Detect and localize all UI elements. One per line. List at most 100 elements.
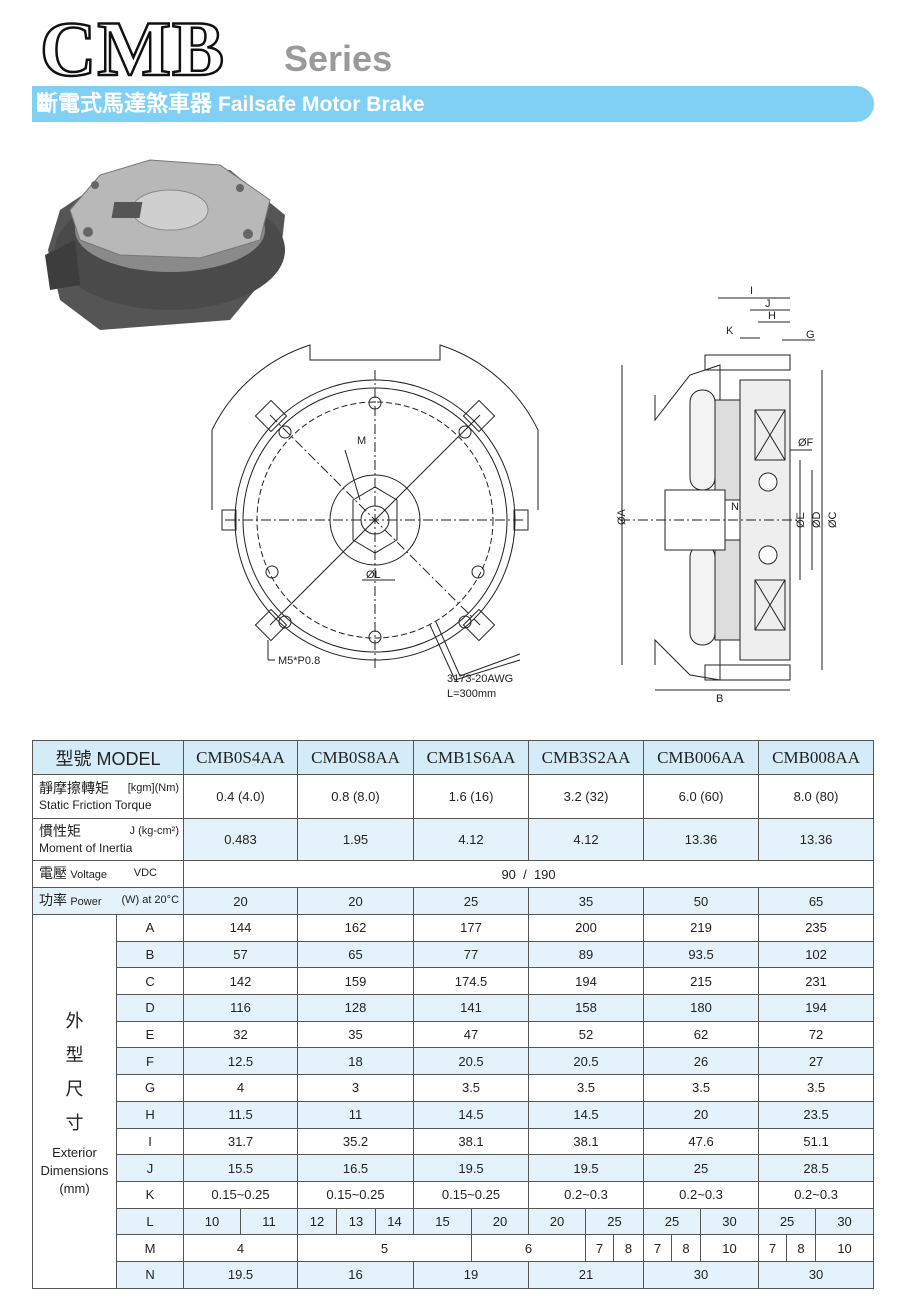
label-i: I bbox=[750, 285, 753, 297]
dim-value: 47.6 bbox=[643, 1127, 760, 1156]
dim-value: 38.1 bbox=[528, 1127, 645, 1156]
dim-value: 25 bbox=[758, 1207, 817, 1236]
dim-key: M bbox=[115, 1234, 185, 1262]
dim-value: 8 bbox=[671, 1234, 702, 1262]
dim-value: 158 bbox=[528, 994, 645, 1022]
power-label-zh: 功率 bbox=[39, 892, 67, 908]
dim-value: 0.2~0.3 bbox=[528, 1180, 645, 1209]
dim-key: K bbox=[115, 1180, 185, 1209]
dim-value: 5 bbox=[297, 1234, 473, 1262]
inertia-label-en: Moment of Inertia bbox=[39, 841, 133, 855]
dim-value: 35.2 bbox=[297, 1127, 415, 1156]
dim-value: 14 bbox=[375, 1207, 415, 1236]
torque-value: 3.2 (32) bbox=[528, 774, 645, 819]
voltage-label-zh: 電壓 bbox=[39, 865, 67, 881]
label-j: J bbox=[765, 298, 771, 310]
label-phi-c: ØC bbox=[827, 511, 839, 528]
dim-value: 219 bbox=[643, 914, 760, 942]
dim-value: 7 bbox=[643, 1234, 673, 1262]
dim-value: 0.15~0.25 bbox=[183, 1180, 299, 1209]
dim-key: J bbox=[115, 1154, 185, 1182]
dim-value: 13 bbox=[336, 1207, 377, 1236]
torque-value: 0.4 (4.0) bbox=[183, 774, 299, 819]
power-value: 20 bbox=[183, 887, 299, 915]
dim-value: 11.5 bbox=[183, 1100, 299, 1129]
dim-value: 7 bbox=[585, 1234, 615, 1262]
title-zh: 斷電式馬達煞車器 bbox=[36, 91, 213, 116]
power-value: 20 bbox=[297, 887, 415, 915]
dim-value: 8 bbox=[613, 1234, 645, 1262]
dim-value: 10 bbox=[815, 1234, 875, 1262]
torque-value: 0.8 (8.0) bbox=[297, 774, 415, 819]
dim-value: 30 bbox=[815, 1207, 875, 1236]
model-name: CMB0S4AA bbox=[183, 740, 299, 775]
power-value: 35 bbox=[528, 887, 645, 915]
dim-value: 128 bbox=[297, 994, 415, 1022]
power-label-en: Power bbox=[70, 896, 102, 908]
dim-value: 159 bbox=[297, 967, 415, 996]
dim-value: 14.5 bbox=[528, 1100, 645, 1129]
dim-value: 19.5 bbox=[528, 1154, 645, 1182]
dim-key: B bbox=[115, 940, 185, 969]
dim-value: 52 bbox=[528, 1020, 645, 1049]
dims-label-en: Exterior Dimensions (mm) bbox=[40, 1145, 109, 1197]
dim-value: 19 bbox=[413, 1260, 530, 1289]
dim-value: 35 bbox=[297, 1020, 415, 1049]
dim-value: 15.5 bbox=[183, 1154, 299, 1182]
dim-value: 27 bbox=[758, 1047, 875, 1076]
dim-value: 11 bbox=[240, 1207, 299, 1236]
dim-value: 25 bbox=[585, 1207, 645, 1236]
dim-value: 18 bbox=[297, 1047, 415, 1076]
dim-key: G bbox=[115, 1074, 185, 1102]
inertia-value: 4.12 bbox=[413, 818, 530, 861]
torque-label-en: Static Friction Torque bbox=[39, 798, 152, 812]
dims-label-zh: 尺 bbox=[65, 1079, 84, 1100]
series-label: Series bbox=[284, 38, 393, 79]
dim-value: 3.5 bbox=[643, 1074, 760, 1102]
dim-key: E bbox=[115, 1020, 185, 1049]
model-name: CMB3S2AA bbox=[528, 740, 645, 775]
model-name: CMB008AA bbox=[758, 740, 875, 775]
dim-value: 21 bbox=[528, 1260, 645, 1289]
inertia-value: 13.36 bbox=[758, 818, 875, 861]
dim-value: 12.5 bbox=[183, 1047, 299, 1076]
voltage-label-en: Voltage bbox=[70, 869, 108, 881]
dim-value: 235 bbox=[758, 914, 875, 942]
dim-value: 3.5 bbox=[758, 1074, 875, 1102]
dim-value: 25 bbox=[643, 1154, 760, 1182]
torque-value: 6.0 (60) bbox=[643, 774, 760, 819]
label-k: K bbox=[726, 325, 734, 337]
dim-value: 20.5 bbox=[413, 1047, 530, 1076]
dim-value: 72 bbox=[758, 1020, 875, 1049]
dims-label-zh: 外 bbox=[65, 1011, 84, 1032]
inertia-value: 13.36 bbox=[643, 818, 760, 861]
power-value: 65 bbox=[758, 887, 875, 915]
dim-key: C bbox=[115, 967, 185, 996]
dim-key: A bbox=[115, 914, 185, 942]
dim-value: 0.15~0.25 bbox=[297, 1180, 415, 1209]
dim-value: 26 bbox=[643, 1047, 760, 1076]
dim-value: 4 bbox=[183, 1234, 299, 1262]
label-n: N bbox=[731, 501, 739, 513]
model-name: CMB1S6AA bbox=[413, 740, 530, 775]
inertia-value: 1.95 bbox=[297, 818, 415, 861]
dim-value: 38.1 bbox=[413, 1127, 530, 1156]
label-h: H bbox=[768, 310, 776, 322]
dim-value: 31.7 bbox=[183, 1127, 299, 1156]
dim-value: 16 bbox=[297, 1260, 415, 1289]
inertia-value: 0.483 bbox=[183, 818, 299, 861]
dim-value: 10 bbox=[183, 1207, 242, 1236]
